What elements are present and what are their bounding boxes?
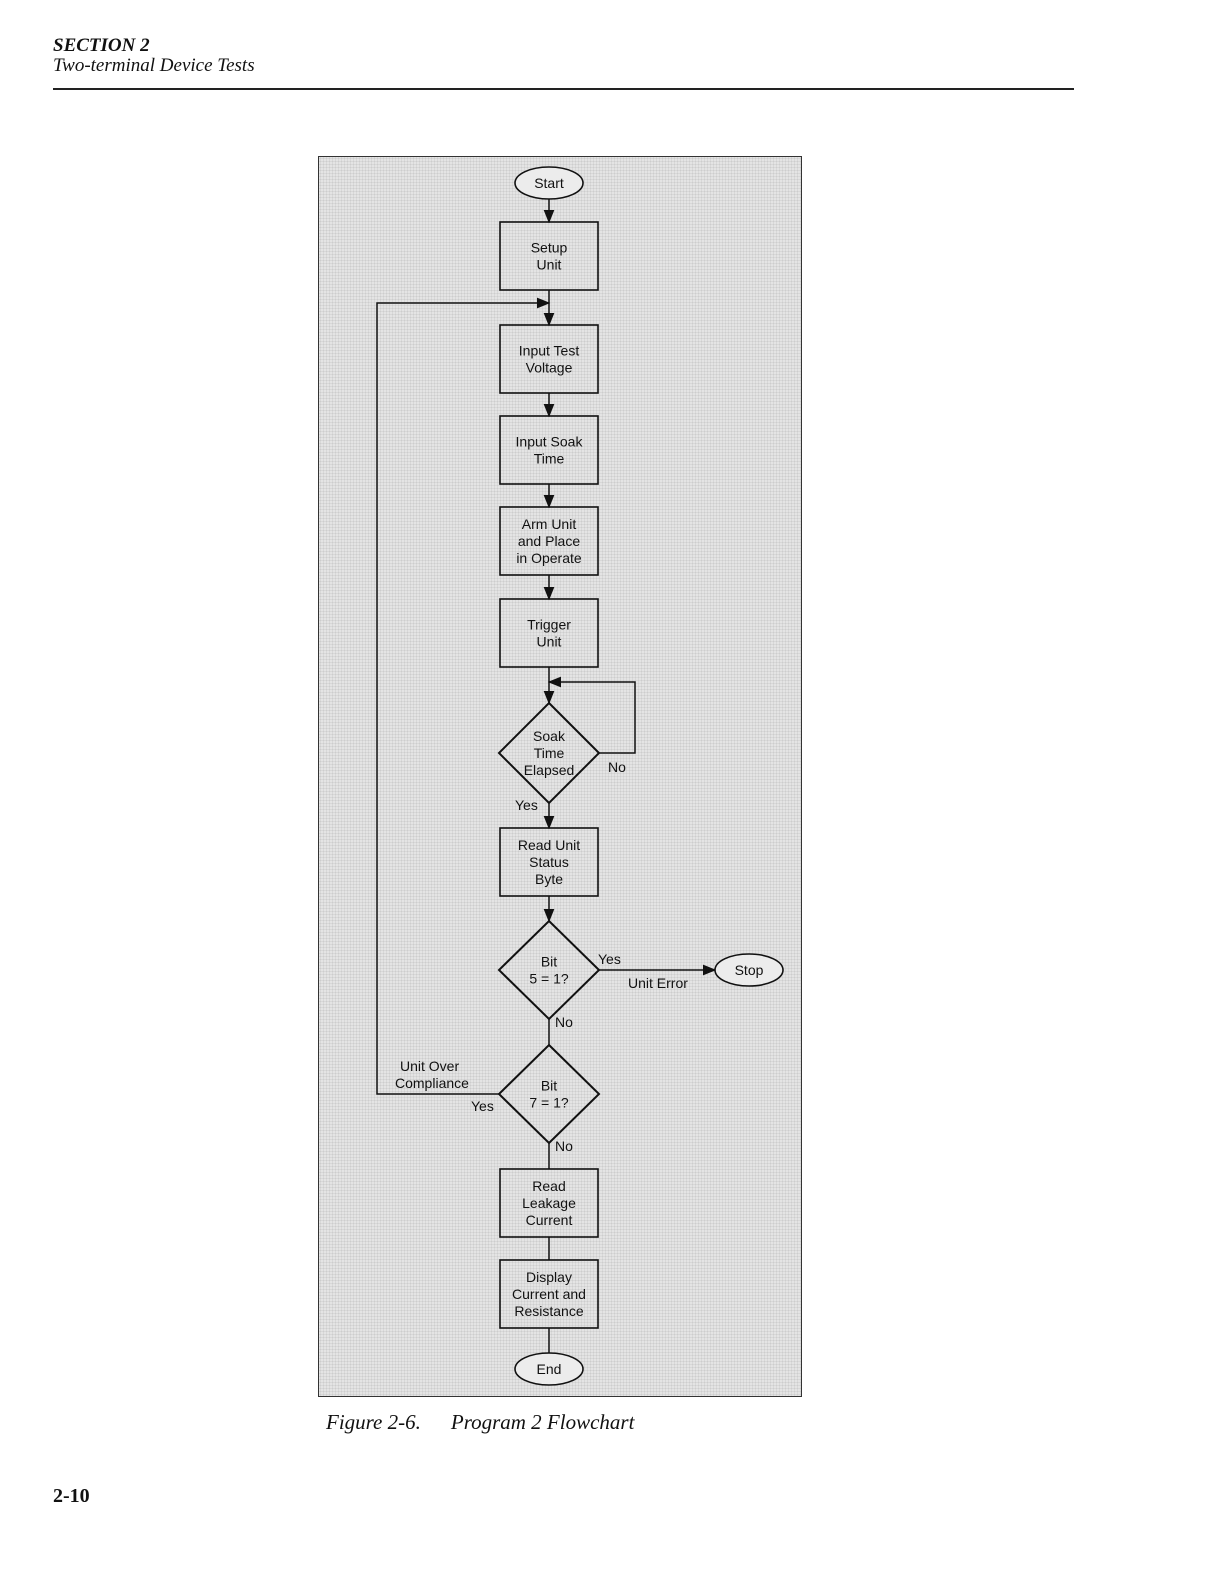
node-soak-decision-diamond — [497, 701, 601, 805]
node-input-voltage-box — [499, 324, 599, 394]
node-read-leakage-label: Leakage — [522, 1195, 576, 1211]
node-stop-label: Stop — [735, 962, 764, 978]
node-bit5-label: 5 = 1? — [529, 971, 569, 987]
node-trigger-box — [499, 598, 599, 668]
node-start-label: Start — [534, 175, 564, 191]
label-bit5-yes: Yes — [598, 951, 621, 967]
label-over-compliance-1: Unit Over — [400, 1058, 459, 1074]
caption-number: Figure 2-6. — [326, 1410, 421, 1434]
node-read-leakage-box — [499, 1168, 599, 1238]
label-bit5-no: No — [555, 1014, 573, 1030]
label-soak-no: No — [608, 759, 626, 775]
section-title: SECTION 2 — [53, 35, 150, 56]
node-end-ellipse — [514, 1352, 584, 1386]
label-over-compliance-2: Compliance — [395, 1075, 469, 1091]
node-arm-box — [499, 506, 599, 576]
node-arm-label: Arm Unit — [522, 516, 577, 532]
edge-soak-loop — [547, 676, 636, 754]
page-number: 2-10 — [53, 1485, 90, 1507]
node-display-label: Display — [526, 1269, 572, 1285]
node-soak-decision-label: Elapsed — [524, 762, 575, 778]
node-input-voltage-label: Input Test — [519, 343, 580, 359]
node-setup-box — [499, 221, 599, 291]
node-display-label: Resistance — [514, 1303, 583, 1319]
node-bit7-label: 7 = 1? — [529, 1095, 569, 1111]
node-input-soak-box — [499, 415, 599, 485]
node-soak-decision-label: Time — [534, 745, 565, 761]
node-end-label: End — [537, 1361, 562, 1377]
node-display-box — [499, 1259, 599, 1329]
node-bit7-label: Bit — [541, 1078, 557, 1094]
node-bit5-diamond — [497, 919, 601, 1021]
node-display-label: Current and — [512, 1286, 586, 1302]
caption-title: Program 2 Flowchart — [450, 1410, 635, 1434]
node-soak-decision-label: Soak — [533, 728, 566, 744]
node-input-voltage-label: Voltage — [526, 360, 573, 376]
label-unit-error: Unit Error — [628, 975, 688, 991]
node-input-soak-label: Time — [534, 451, 565, 467]
label-bit7-no: No — [555, 1138, 573, 1154]
node-arm-label: and Place — [518, 533, 580, 549]
label-bit7-yes: Yes — [471, 1098, 494, 1114]
node-setup-label: Unit — [537, 257, 562, 273]
header-rule — [53, 88, 1074, 90]
section-header: SECTION 2 Two-terminal Device Tests — [53, 36, 255, 76]
node-read-status-box — [499, 827, 599, 897]
node-read-leakage-label: Read — [532, 1178, 565, 1194]
node-bit7-diamond — [497, 1043, 601, 1145]
node-arm-label: in Operate — [516, 550, 582, 566]
node-start-ellipse — [514, 166, 584, 200]
node-read-leakage-label: Current — [526, 1212, 573, 1228]
node-trigger-label: Trigger — [527, 617, 571, 633]
node-setup-label: Setup — [531, 240, 568, 256]
node-read-status-label: Status — [529, 854, 569, 870]
node-stop-ellipse — [714, 953, 784, 987]
figure-caption: Figure 2-6. Program 2 Flowchart — [326, 1410, 634, 1435]
node-bit5-label: Bit — [541, 954, 557, 970]
edge-compliance-loop — [376, 297, 551, 1095]
section-subtitle: Two-terminal Device Tests — [53, 55, 255, 76]
node-trigger-label: Unit — [537, 634, 562, 650]
node-input-soak-label: Input Soak — [516, 434, 584, 450]
node-read-status-label: Byte — [535, 871, 563, 887]
node-read-status-label: Read Unit — [518, 837, 580, 853]
label-soak-yes: Yes — [515, 797, 538, 813]
